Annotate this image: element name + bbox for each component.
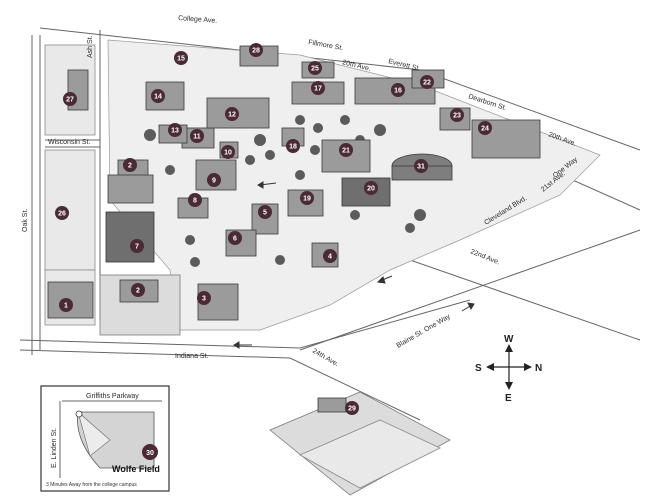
- building-marker-21[interactable]: [339, 143, 353, 157]
- street-ash: Ash St.: [87, 35, 94, 58]
- building-marker-label: 27: [66, 97, 74, 104]
- building-marker-label: 8: [193, 198, 197, 205]
- compass-east: E: [505, 393, 512, 404]
- building-marker-25[interactable]: [308, 61, 322, 75]
- compass-north: N: [535, 363, 542, 374]
- building-marker-8[interactable]: [188, 193, 202, 207]
- building-marker-label: 14: [154, 94, 162, 101]
- building-marker-label: 12: [228, 112, 236, 119]
- building-marker-label: 22: [423, 80, 431, 87]
- building-marker-label: 18: [289, 144, 297, 151]
- building-marker-24[interactable]: [478, 121, 492, 135]
- building-marker-label: 10: [224, 150, 232, 157]
- building-marker-9[interactable]: [207, 173, 221, 187]
- building-marker-15[interactable]: [174, 51, 188, 65]
- trees: [144, 115, 426, 267]
- inset-note: 3 Minutes Away from the college campus: [46, 482, 137, 488]
- building-marker-19[interactable]: [300, 191, 314, 205]
- building-marker-label: 5: [263, 210, 267, 217]
- building-marker-17[interactable]: [311, 81, 325, 95]
- building-marker-label: 19: [303, 196, 311, 203]
- field-29-stripes: [299, 419, 441, 489]
- building-markers: 1223456789101112131415161718192021222324…: [55, 43, 492, 415]
- building-marker-28[interactable]: [249, 43, 263, 57]
- inset-street-griffiths: Griffiths Parkway: [86, 393, 139, 400]
- parking-lot-oak: [44, 149, 96, 271]
- building-marker-label: 23: [453, 113, 461, 120]
- building-marker-label: 11: [193, 134, 201, 141]
- street-22nd-ave: 22nd Ave.: [469, 248, 500, 266]
- building-marker-20[interactable]: [364, 181, 378, 195]
- building-marker-3[interactable]: [197, 291, 211, 305]
- building-marker-2[interactable]: [131, 283, 145, 297]
- building-marker-22[interactable]: [420, 75, 434, 89]
- building-marker-label: 1: [64, 303, 68, 310]
- building-marker-label: 15: [177, 56, 185, 63]
- building-marker-label: 29: [348, 406, 356, 413]
- inset-street-linden: E. Linden St.: [51, 428, 58, 468]
- street-fillmore: Fillmore St.: [308, 39, 344, 52]
- building-marker-label: 25: [311, 66, 319, 73]
- building-marker-26[interactable]: [55, 206, 69, 220]
- building-marker-label: 21: [342, 148, 350, 155]
- street-24th-ave: 24th Ave.: [311, 348, 340, 369]
- building-marker-label: 2: [136, 288, 140, 295]
- building-marker-label: 28: [252, 48, 260, 55]
- compass-south: S: [475, 363, 482, 374]
- one-way-arrows: [233, 181, 475, 349]
- building-marker-label: 16: [394, 88, 402, 95]
- building-marker-16[interactable]: [391, 83, 405, 97]
- building-marker-14[interactable]: [151, 89, 165, 103]
- building-marker-1[interactable]: [59, 298, 73, 312]
- street-oak: Oak St.: [22, 209, 29, 232]
- compass-rose: W E S N: [475, 334, 542, 404]
- building-marker-31[interactable]: [414, 159, 428, 173]
- building-marker-label: 24: [481, 126, 489, 133]
- building-marker-23[interactable]: [450, 108, 464, 122]
- street-college-ave: College Ave.: [178, 15, 218, 25]
- building-marker-label: 7: [135, 244, 139, 251]
- building-marker-4[interactable]: [323, 249, 337, 263]
- building-marker-13[interactable]: [168, 123, 182, 137]
- street-wisconsin: Wisconsin St.: [48, 139, 90, 146]
- building-marker-label: 2: [128, 163, 132, 170]
- building-marker-11[interactable]: [190, 129, 204, 143]
- building-marker-7[interactable]: [130, 239, 144, 253]
- street-everett: Everett St.: [388, 58, 421, 73]
- building-marker-label: 13: [171, 128, 179, 135]
- building-marker-12[interactable]: [225, 107, 239, 121]
- building-marker-27[interactable]: [63, 92, 77, 106]
- inset-title: Wolfe Field: [112, 464, 160, 474]
- building-marker-6[interactable]: [228, 231, 242, 245]
- wolfe-field-inset: Griffiths Parkway E. Linden St. 30 Wolfe…: [40, 385, 170, 492]
- building-marker-5[interactable]: [258, 205, 272, 219]
- building-marker-label: 31: [417, 164, 425, 171]
- building-marker-label: 26: [58, 211, 66, 218]
- building-marker-label: 9: [212, 178, 216, 185]
- building-marker-10[interactable]: [221, 145, 235, 159]
- compass-west: W: [504, 334, 514, 345]
- building-marker-18[interactable]: [286, 139, 300, 153]
- building-marker-29[interactable]: [345, 401, 359, 415]
- building-marker-label: 17: [314, 86, 322, 93]
- building-marker-label: 20: [367, 186, 375, 193]
- building-marker-label: 3: [202, 296, 206, 303]
- marker-30: 30: [146, 450, 154, 457]
- building-marker-label: 4: [328, 254, 332, 261]
- street-indiana: Indiana St.: [175, 353, 209, 360]
- building-marker-2[interactable]: [123, 158, 137, 172]
- building-marker-label: 6: [233, 236, 237, 243]
